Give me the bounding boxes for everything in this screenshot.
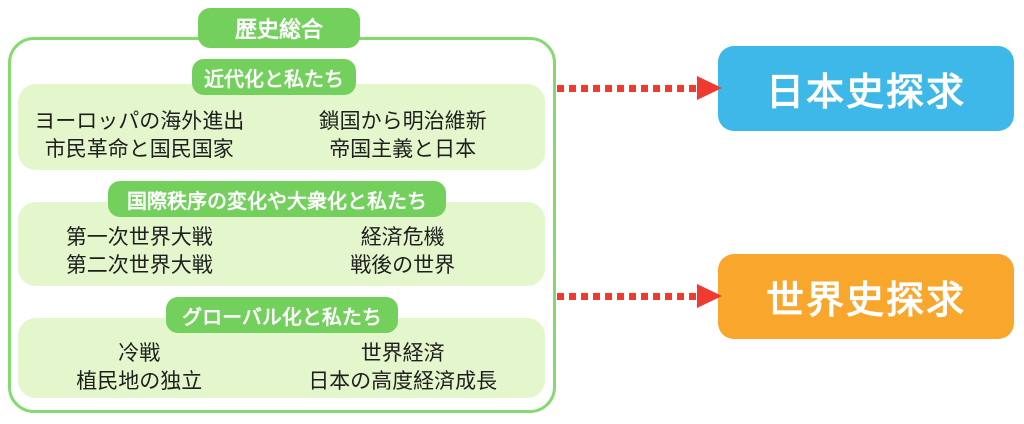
- topic-item: 世界経済: [360, 342, 445, 365]
- arrowhead-icon: [697, 284, 722, 308]
- topic-item: 第一次世界大戦: [65, 226, 213, 249]
- topic-item: 冷戦: [118, 342, 161, 365]
- section-globalization: 冷戦 植民地の独立 世界経済 日本の高度経済成長: [18, 318, 545, 398]
- topic-item: 市民革命と国民国家: [44, 138, 234, 161]
- topic-item: 植民地の独立: [76, 370, 203, 393]
- section-left-column: ヨーロッパの海外進出 市民革命と国民国家: [18, 108, 260, 170]
- section-badge-globalization: グローバル化と私たち: [166, 297, 398, 333]
- topic-item: 第二次世界大戦: [65, 254, 213, 277]
- dotted-line: [557, 85, 698, 92]
- nihonshi-tankyu-box: 日本史探求: [718, 46, 1014, 131]
- section-right-column: 鎖国から明治維新 帝国主義と日本: [260, 108, 545, 170]
- rekishi-sogo-badge: 歴史総合: [198, 8, 360, 48]
- section-badge-modernization: 近代化と私たち: [192, 59, 356, 95]
- dotted-line: [557, 293, 698, 300]
- section-right-column: 世界経済 日本の高度経済成長: [260, 340, 545, 398]
- sekaishi-tankyu-box: 世界史探求: [718, 254, 1014, 339]
- topic-item: 帝国主義と日本: [329, 138, 477, 161]
- topic-item: 戦後の世界: [350, 254, 456, 277]
- section-modernization: ヨーロッパの海外進出 市民革命と国民国家 鎖国から明治維新 帝国主義と日本: [18, 84, 545, 170]
- section-right-column: 経済危機 戦後の世界: [260, 224, 545, 286]
- arrow-to-world-history: [557, 284, 723, 308]
- arrowhead-icon: [697, 76, 722, 100]
- topic-item: 経済危機: [360, 226, 445, 249]
- section-left-column: 冷戦 植民地の独立: [18, 340, 260, 398]
- section-badge-international-order: 国際秩序の変化や大衆化と私たち: [108, 181, 446, 217]
- topic-item: 鎖国から明治維新: [318, 110, 487, 133]
- arrow-to-japanese-history: [557, 76, 723, 100]
- section-left-column: 第一次世界大戦 第二次世界大戦: [18, 224, 260, 286]
- topic-item: ヨーロッパの海外進出: [34, 110, 245, 133]
- topic-item: 日本の高度経済成長: [308, 370, 498, 393]
